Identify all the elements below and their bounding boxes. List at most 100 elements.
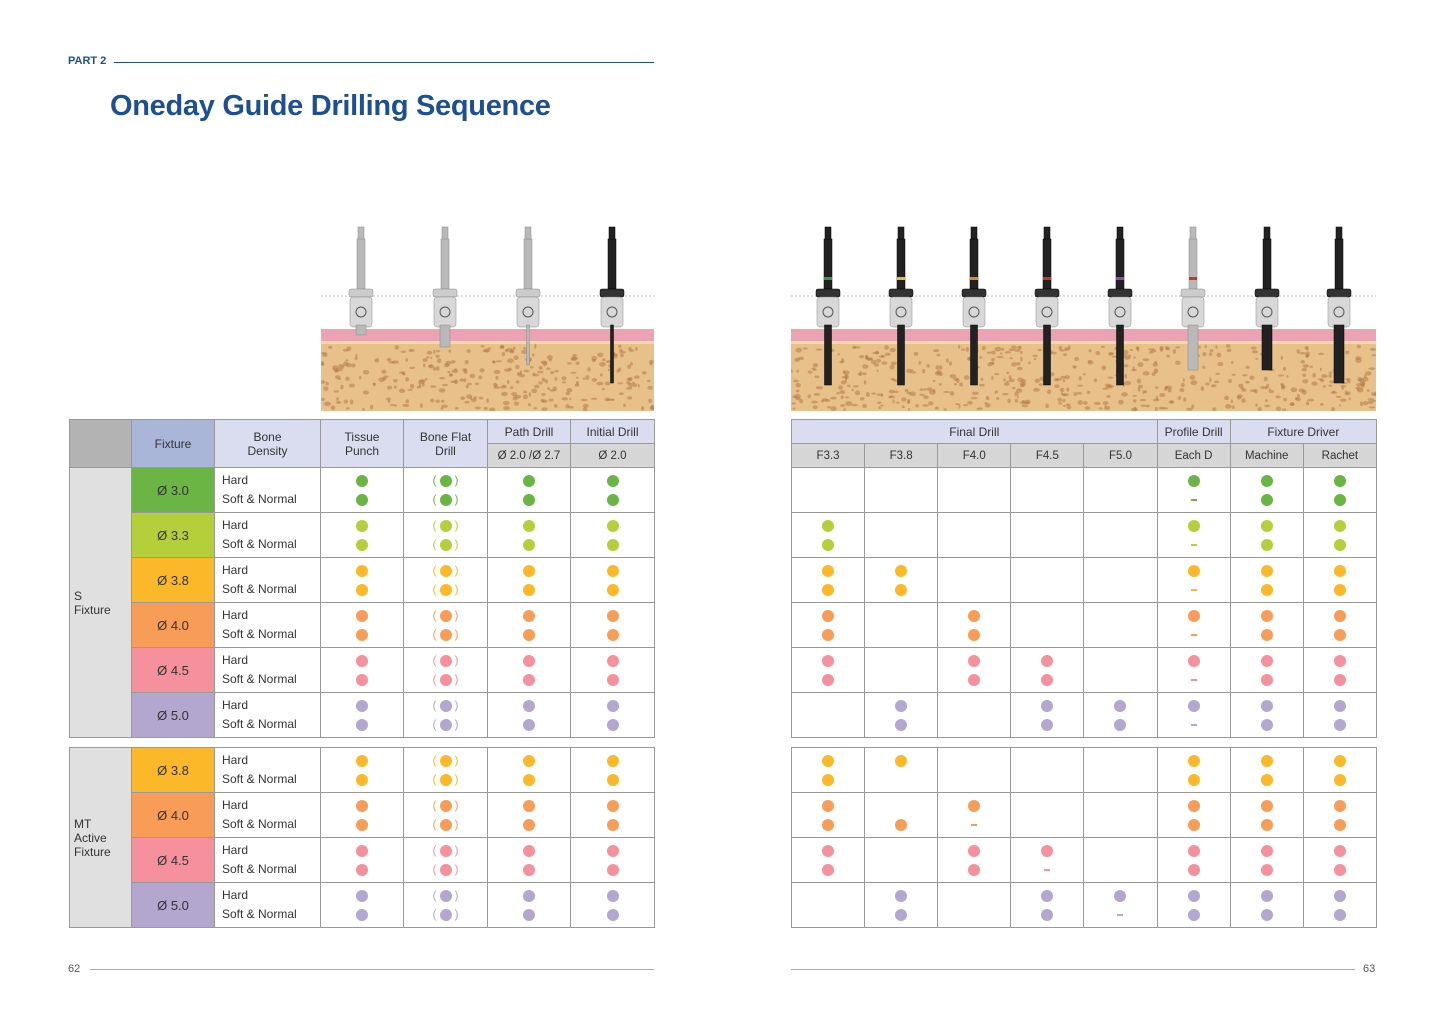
table-cell: [571, 883, 655, 928]
optional-dot-indicator: [440, 774, 452, 786]
dot-indicator: [356, 629, 368, 641]
dot-indicator: [1041, 719, 1053, 731]
table-cell: [571, 748, 655, 793]
dot-indicator: [607, 909, 619, 921]
table-cell: [1011, 468, 1084, 513]
dash-indicator: [1191, 499, 1197, 501]
dot-indicator: [895, 584, 907, 596]
table-cell: [938, 513, 1011, 558]
fixture-size: Ø 3.8: [132, 558, 215, 603]
table-cell: HardSoft & Normal: [215, 513, 321, 558]
dot-indicator: [822, 864, 834, 876]
dot-indicator: [356, 890, 368, 902]
right-sequence-table: Final DrillProfile DrillFixture DriverF3…: [791, 419, 1377, 928]
path-drill-header: Path Drill: [488, 420, 571, 444]
optional-dot-indicator: [440, 864, 452, 876]
dash-indicator: [1117, 914, 1123, 916]
density-soft-normal: Soft & Normal: [222, 905, 320, 924]
dot-indicator: [523, 890, 535, 902]
table-cell: [1084, 748, 1157, 793]
table-cell: [792, 793, 865, 838]
optional-dot-indicator: [440, 700, 452, 712]
dot-indicator: [523, 520, 535, 532]
dot-indicator: [1334, 610, 1346, 622]
dot-indicator: [822, 610, 834, 622]
dot-indicator: [1041, 700, 1053, 712]
table-row: Ø 4.0HardSoft & Normal()(): [70, 793, 655, 838]
dot-indicator: [968, 629, 980, 641]
footer-rule-left: [90, 969, 654, 970]
optional-dot-indicator: [440, 565, 452, 577]
dot-indicator: [523, 475, 535, 487]
bone-flat-drill-header: Bone Flat Drill: [404, 420, 488, 468]
density-soft-normal: Soft & Normal: [222, 860, 320, 879]
table-row: [792, 883, 1377, 928]
table-cell: [865, 838, 938, 883]
dot-indicator: [822, 520, 834, 532]
table-cell: ()(): [404, 648, 488, 693]
dot-indicator: [1188, 800, 1200, 812]
table-cell: [865, 558, 938, 603]
table-cell: [1230, 793, 1303, 838]
subheader-1: F3.8: [865, 444, 938, 468]
bone-density-header: Bone Density: [215, 420, 321, 468]
dot-indicator: [1334, 700, 1346, 712]
table-cell: [1303, 793, 1376, 838]
dot-indicator: [1188, 864, 1200, 876]
table-cell: [1230, 648, 1303, 693]
dot-indicator: [1334, 584, 1346, 596]
dot-indicator: [1188, 890, 1200, 902]
table-row: Ø 5.0HardSoft & Normal()(): [70, 693, 655, 738]
dot-indicator: [607, 774, 619, 786]
table-cell: [1303, 468, 1376, 513]
dot-indicator: [1114, 719, 1126, 731]
table-cell: [1084, 883, 1157, 928]
table-cell: [865, 513, 938, 558]
dot-indicator: [607, 845, 619, 857]
table-cell: [1011, 793, 1084, 838]
table-cell: [1157, 693, 1230, 738]
dot-indicator: [1041, 845, 1053, 857]
optional-dot-indicator: [440, 655, 452, 667]
dot-indicator: [1188, 819, 1200, 831]
tissue-punch-icon: [349, 227, 373, 335]
dot-indicator: [607, 674, 619, 686]
table-cell: [1230, 468, 1303, 513]
table-cell: [488, 513, 571, 558]
table-cell: [1157, 838, 1230, 883]
dot-indicator: [1261, 845, 1273, 857]
dot-indicator: [895, 719, 907, 731]
density-soft-normal: Soft & Normal: [222, 535, 320, 554]
dot-indicator: [356, 655, 368, 667]
optional-dot-indicator: [440, 494, 452, 506]
dot-indicator: [1334, 909, 1346, 921]
dot-indicator: [1261, 800, 1273, 812]
dot-indicator: [1188, 700, 1200, 712]
dot-indicator: [1041, 909, 1053, 921]
dot-indicator: [523, 539, 535, 551]
optional-dot-indicator: [440, 909, 452, 921]
dot-indicator: [1334, 800, 1346, 812]
dash-indicator: [1191, 724, 1197, 726]
dot-indicator: [607, 475, 619, 487]
table-cell: ()(): [404, 838, 488, 883]
page-title: Oneday Guide Drilling Sequence: [110, 90, 551, 123]
dot-indicator: [822, 674, 834, 686]
table-row: [792, 838, 1377, 883]
table-cell: [865, 603, 938, 648]
optional-dot-indicator: [440, 475, 452, 487]
table-cell: [938, 838, 1011, 883]
table-row: Ø 3.8HardSoft & Normal()(): [70, 558, 655, 603]
table-cell: HardSoft & Normal: [215, 883, 321, 928]
dot-indicator: [523, 674, 535, 686]
dot-indicator: [968, 800, 980, 812]
table-cell: [571, 793, 655, 838]
subheader-6: Machine: [1230, 444, 1303, 468]
dot-indicator: [356, 800, 368, 812]
density-soft-normal: Soft & Normal: [222, 580, 320, 599]
dot-indicator: [523, 494, 535, 506]
density-hard: Hard: [222, 516, 320, 535]
dash-indicator: [1191, 634, 1197, 636]
dot-indicator: [523, 774, 535, 786]
footer-rule-right: [791, 969, 1355, 970]
